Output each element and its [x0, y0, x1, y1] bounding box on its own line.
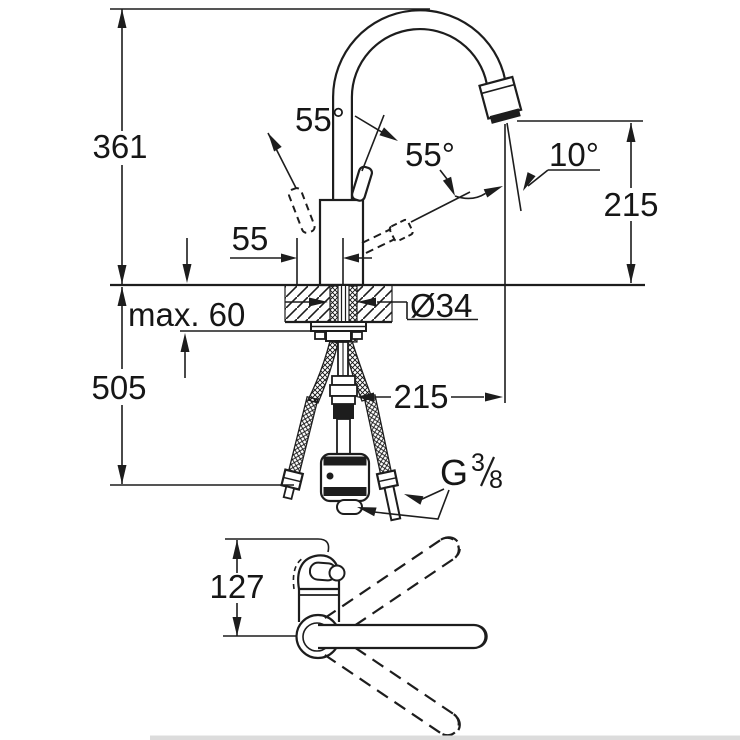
dim-spray-angle: 55° [405, 136, 455, 173]
dim-outlet-height: 215 [603, 186, 658, 223]
spout-swivel-up-dashed [324, 536, 461, 638]
handle-knob-topview [328, 564, 346, 582]
dim-below-counter: 505 [91, 369, 146, 406]
dimension-labels: 361 505 max. 60 55 55° 55° 10° 215 215 Ø… [91, 101, 658, 605]
dim-base-depth: 127 [209, 568, 264, 605]
hose-bell [307, 340, 373, 404]
handle-alt-position-dashed [292, 557, 304, 590]
dim-total-height: 361 [92, 128, 147, 165]
scan-artifact-band [150, 735, 740, 740]
dim-spout-tilt: 10° [549, 136, 599, 173]
spout-topview [318, 623, 487, 650]
pullout-hose-and-weight [319, 375, 371, 515]
dim-hole-diameter: Ø34 [410, 287, 472, 324]
thread-numerator: 3 [471, 449, 485, 477]
thread-prefix: G [440, 452, 468, 493]
faucet-body [318, 198, 365, 287]
fraction-slash [479, 456, 496, 487]
handle-lever [350, 165, 374, 202]
dimension-lines [110, 8, 643, 637]
thread-denominator: 8 [489, 466, 503, 494]
dim-center-offset: 55 [232, 220, 269, 257]
handle-lever-dashed [287, 187, 316, 234]
spout-swivel-down-dashed [324, 635, 461, 737]
top-view [292, 536, 488, 737]
dim-spout-reach: 215 [393, 378, 448, 415]
mounting-nut [310, 321, 367, 342]
spray-head [478, 75, 523, 124]
gooseneck-spout [332, 9, 507, 203]
dimension-arrows [117, 9, 636, 636]
dim-handle-angle: 55° [295, 101, 345, 138]
dim-counter-max: max. 60 [128, 296, 245, 333]
pullout-spray-dashed [361, 191, 471, 254]
thread-label: G 3 8 [440, 449, 503, 494]
